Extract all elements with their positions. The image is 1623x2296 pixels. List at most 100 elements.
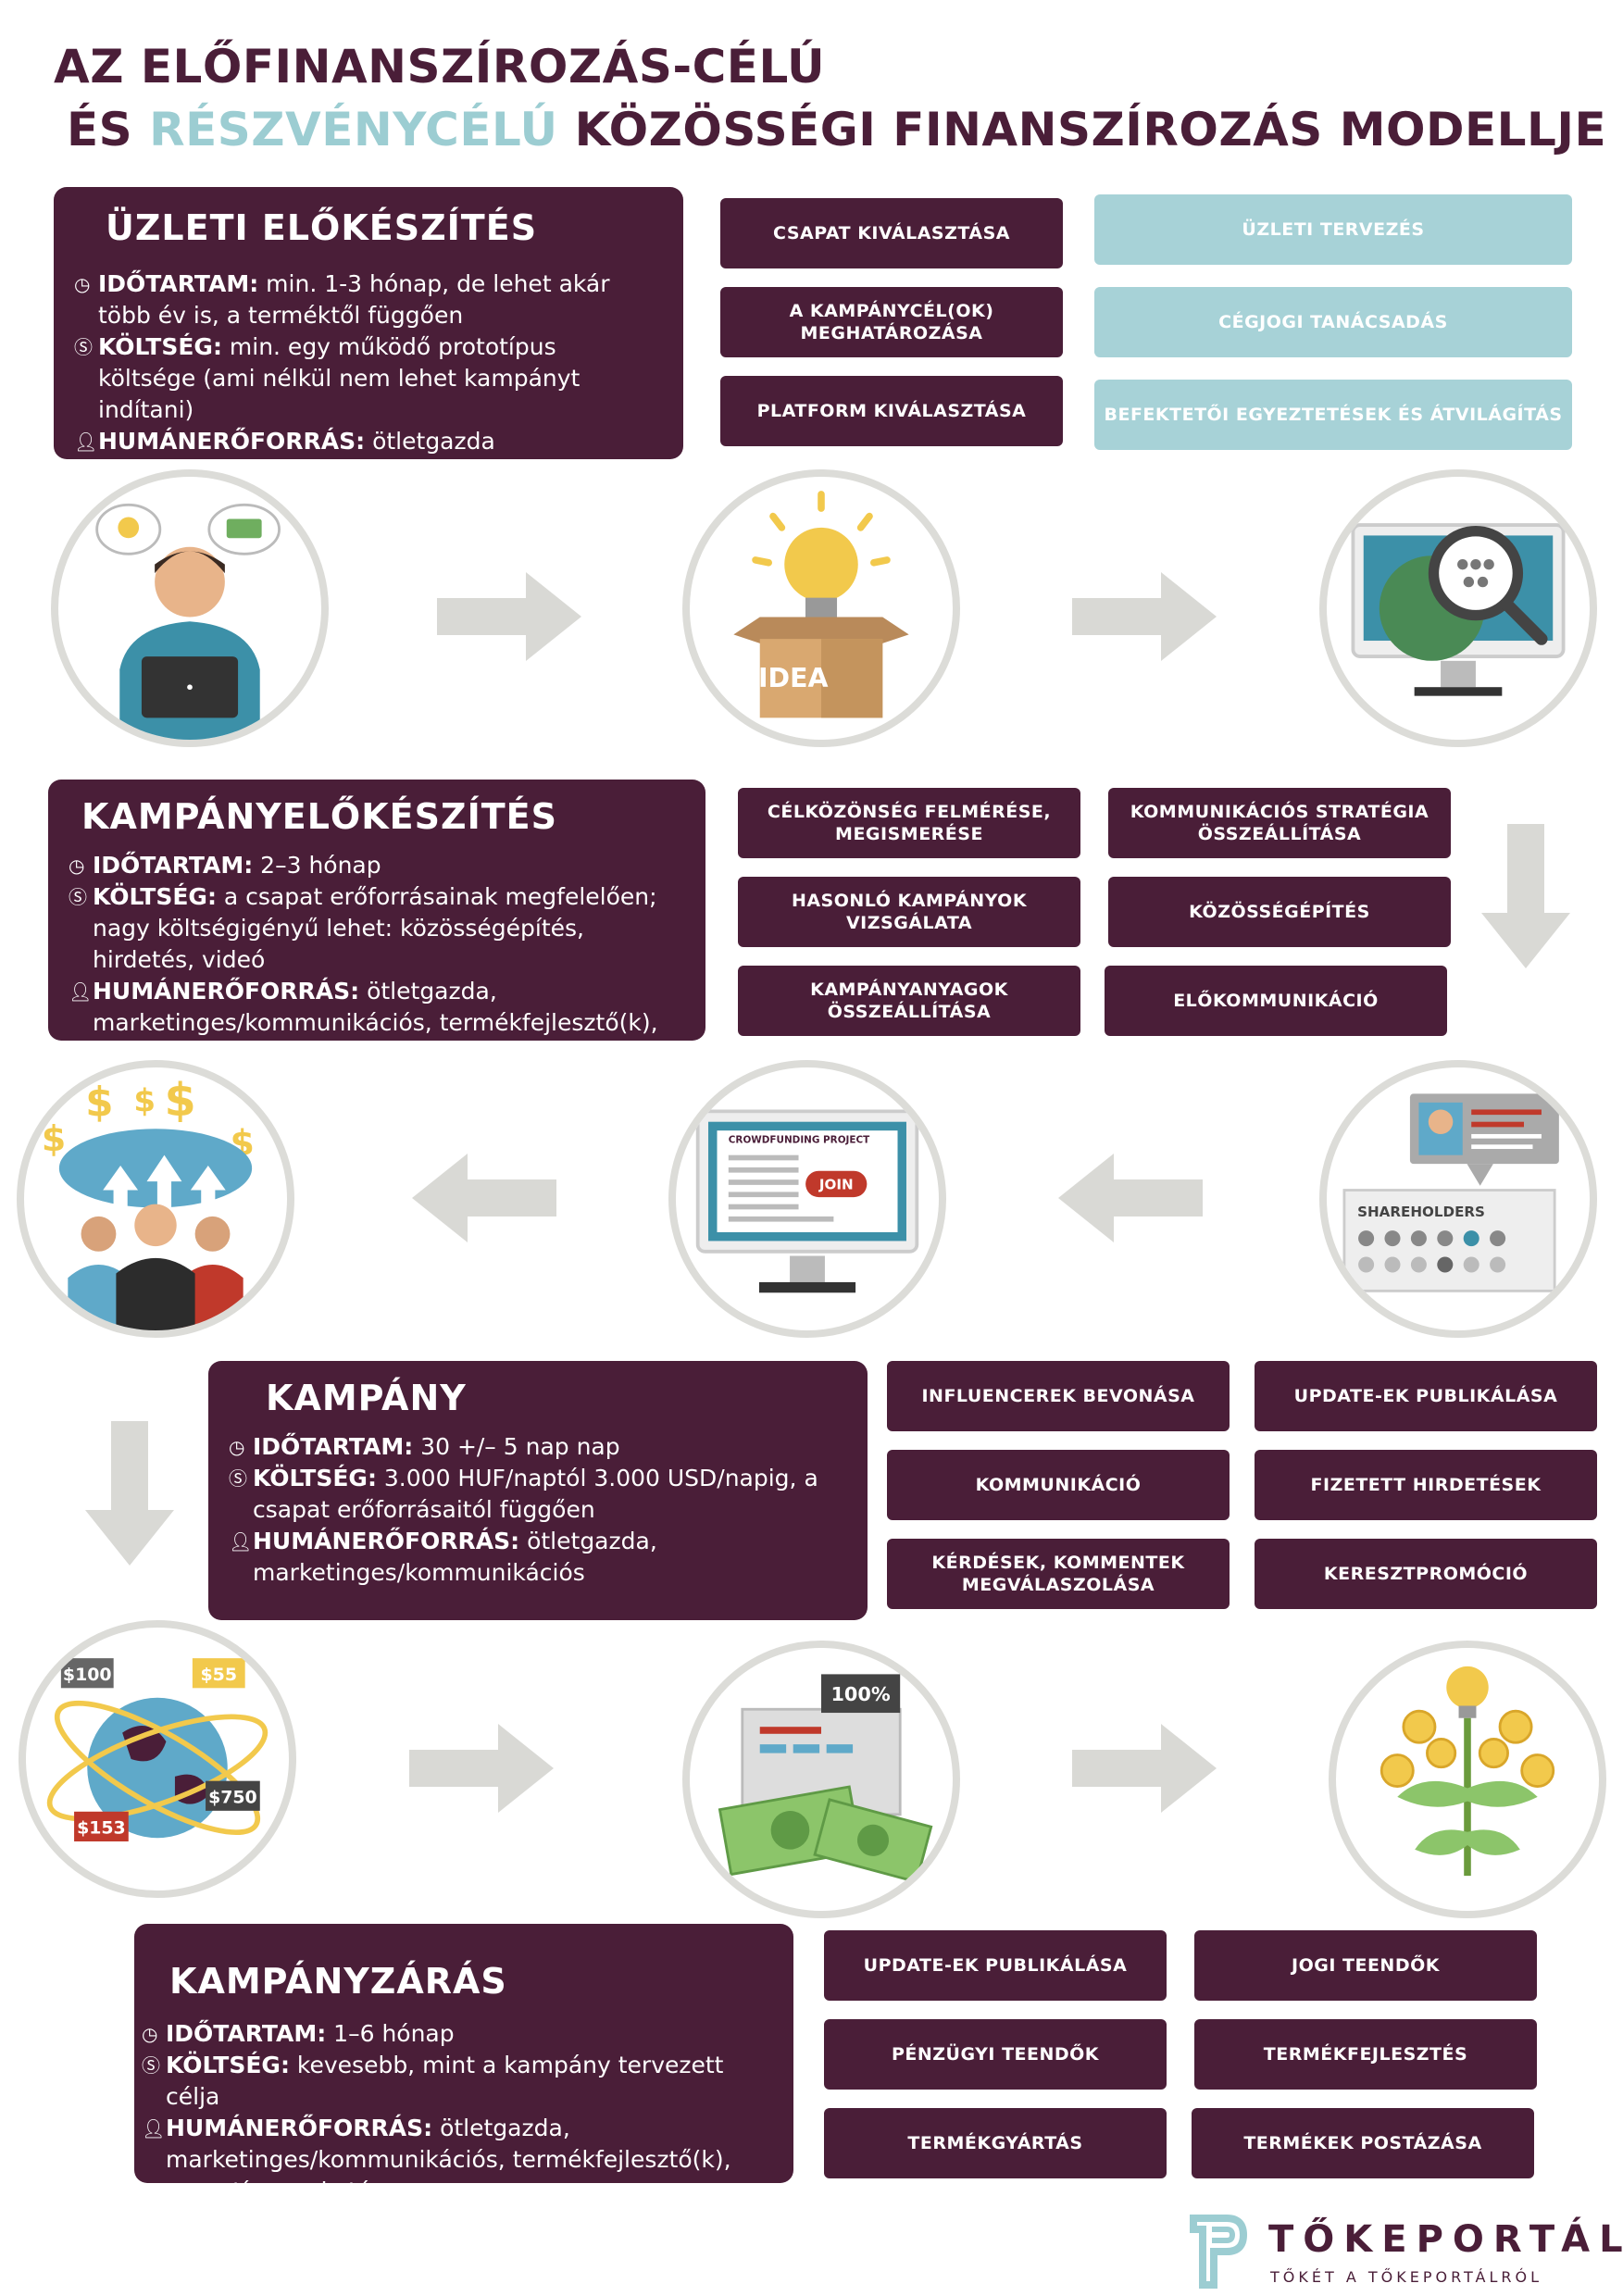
page-title: AZ ELŐFINANSZÍROZÁS-CÉLÚ ÉS RÉSZVÉNYCÉLÚ…	[54, 35, 1606, 161]
task: UPDATE-EK PUBLIKÁLÁSA	[824, 1930, 1167, 2001]
cost-value: 3.000 HUF/naptól 3.000 USD/napig, a csap…	[253, 1465, 818, 1523]
clock-icon: ◷	[69, 855, 85, 877]
arrow-down-icon	[85, 1421, 174, 1566]
arrow-right-icon	[1072, 572, 1217, 661]
title-line-1: AZ ELŐFINANSZÍROZÁS-CÉLÚ	[54, 40, 826, 94]
arrow-right-icon	[1072, 1724, 1217, 1813]
money-plant-icon	[1380, 1666, 1555, 1877]
task: CÉGJOGI TANÁCSADÁS	[1094, 287, 1572, 357]
price-tag: $55	[201, 1665, 237, 1685]
arrow-down-icon	[1481, 824, 1570, 968]
illustration-crowdfunding-monitor: CROWDFUNDING PROJECT JOIN	[668, 1060, 946, 1338]
clock-icon: ◷	[229, 1436, 245, 1458]
svg-text:$: $	[164, 1073, 195, 1127]
stage-hr: 👤︎HUMÁNERŐFORRÁS: ötletgazda	[74, 426, 657, 457]
task: KOMMUNIKÁCIÓS STRATÉGIA ÖSSZEÁLLÍTÁSA	[1108, 788, 1451, 858]
search-monitor-icon	[1351, 523, 1566, 696]
hr-value: ötletgazda, marketinges/kommunikációs, t…	[166, 2115, 731, 2204]
task: CÉLKÖZÖNSÉG FELMÉRÉSE, MEGISMERÉSE	[738, 788, 1080, 858]
task: PÉNZÜGYI TEENDŐK	[824, 2019, 1167, 2090]
task: KÖZÖSSÉGÉPÍTÉS	[1108, 877, 1451, 947]
cost-value: min. egy működő prototípus költsége (ami…	[98, 333, 581, 423]
dollar-icon: Ⓢ	[229, 1467, 247, 1490]
svg-text:$: $	[133, 1082, 156, 1119]
price-tag: $100	[63, 1665, 112, 1685]
illustration-investors-cloud: $$$ $$	[17, 1060, 294, 1338]
cost-label: KÖLTSÉG:	[253, 1465, 377, 1491]
logo-mark-icon	[1190, 2215, 1247, 2289]
clock-icon: ◷	[142, 2023, 158, 2045]
globe-icon: $100 $55 $750 $153	[46, 1658, 268, 1841]
task: TERMÉKGYÁRTÁS	[824, 2108, 1167, 2178]
shareholders-label: SHAREHOLDERS	[1357, 1204, 1485, 1220]
hr-label: HUMÁNERŐFORRÁS:	[253, 1528, 520, 1554]
task: HASONLÓ KAMPÁNYOK VIZSGÁLATA	[738, 877, 1080, 947]
hr-value: ötletgazda, marketinges/kommunikációs, t…	[93, 978, 658, 1067]
stage-duration: ◷IDŐTARTAM: 1–6 hónap	[142, 2018, 775, 2050]
person-icon: 👤︎	[229, 1530, 253, 1553]
task: INFLUENCEREK BEVONÁSA	[887, 1361, 1230, 1431]
investors-icon: $$$ $$	[42, 1073, 255, 1330]
join-label: JOIN	[818, 1177, 854, 1193]
task: TERMÉKEK POSTÁZÁSA	[1192, 2108, 1534, 2178]
dollar-icon: Ⓢ	[69, 886, 87, 908]
stage-duration: ◷IDŐTARTAM: 30 +/– 5 nap nap	[229, 1431, 849, 1463]
illustration-entrepreneur	[51, 469, 329, 747]
illustration-shareholders: SHAREHOLDERS	[1319, 1060, 1597, 1338]
task: KAMPÁNYANYAGOK ÖSSZEÁLLÍTÁSA	[738, 966, 1080, 1036]
duration-value: 30 +/– 5 nap nap	[413, 1433, 620, 1460]
task: FIZETETT HIRDETÉSEK	[1255, 1450, 1597, 1520]
task: KERESZTPROMÓCIÓ	[1255, 1539, 1597, 1609]
money-icon: 100%	[718, 1674, 933, 1884]
task: JOGI TEENDŐK	[1194, 1930, 1537, 2001]
duration-value: min. 1-3 hónap, de lehet akár több év is…	[98, 270, 610, 329]
duration-label: IDŐTARTAM:	[166, 2020, 327, 2047]
cost-value: a csapat erőforrásainak megfelelően; nag…	[93, 883, 657, 973]
stage-duration: ◷IDŐTARTAM: min. 1-3 hónap, de lehet aká…	[74, 268, 657, 331]
illustration-globe-prices: $100 $55 $750 $153	[19, 1620, 296, 1898]
stage-hr: 👤︎HUMÁNERŐFORRÁS: ötletgazda, marketinge…	[142, 2113, 775, 2207]
duration-label: IDŐTARTAM:	[93, 852, 254, 879]
task: TERMÉKFEJLESZTÉS	[1194, 2019, 1537, 2090]
hr-value: ötletgazda, marketinges/kommunikációs	[253, 1528, 657, 1586]
person-icon: 👤︎	[74, 430, 98, 453]
entrepreneur-icon	[95, 503, 281, 740]
illustration-money-100: 100%	[682, 1641, 960, 1918]
idea-icon: IDEA	[733, 491, 909, 718]
shareholders-icon: SHAREHOLDERS	[1342, 1093, 1559, 1292]
stage-duration: ◷IDŐTARTAM: 2–3 hónap	[69, 850, 687, 881]
stage-hr: 👤︎HUMÁNERŐFORRÁS: ötletgazda, marketinge…	[229, 1526, 849, 1589]
cost-label: KÖLTSÉG:	[98, 333, 222, 360]
stage-title: KAMPÁNY	[266, 1378, 467, 1418]
illustration-idea-box: IDEA	[682, 469, 960, 747]
idea-label: IDEA	[758, 663, 829, 693]
hr-label: HUMÁNERŐFORRÁS:	[93, 978, 360, 1004]
stage-campaign: KAMPÁNY ◷IDŐTARTAM: 30 +/– 5 nap nap Ⓢ KÖ…	[208, 1361, 868, 1620]
title-line-2: ÉS RÉSZVÉNYCÉLÚ KÖZÖSSÉGI FINANSZÍROZÁS …	[54, 98, 1606, 161]
task: CSAPAT KIVÁLASZTÁSA	[720, 198, 1063, 268]
cost-label: KÖLTSÉG:	[166, 2052, 290, 2078]
dollar-icon: Ⓢ	[74, 336, 93, 358]
illustration-money-plant	[1329, 1641, 1606, 1918]
stage-title: KAMPÁNYZÁRÁS	[169, 1961, 507, 2002]
arrow-left-icon	[412, 1154, 556, 1242]
logo: TŐKEPORTÁL TŐKÉT A TŐKEPORTÁLRÓL	[1190, 2211, 1623, 2294]
cost-value: kevesebb, mint a kampány tervezett célja	[166, 2052, 724, 2110]
stage-cost: Ⓢ KÖLTSÉG: 3.000 HUF/naptól 3.000 USD/nap…	[229, 1463, 849, 1526]
percent-badge: 100%	[830, 1683, 890, 1705]
task: ÜZLETI TERVEZÉS	[1094, 194, 1572, 265]
title-part: KÖZÖSSÉGI FINANSZÍROZÁS MODELLJE	[557, 103, 1607, 156]
arrow-right-icon	[409, 1724, 554, 1813]
task: A KAMPÁNYCÉL(OK) MEGHATÁROZÁSA	[720, 287, 1063, 357]
hr-label: HUMÁNERŐFORRÁS:	[98, 428, 366, 455]
task: KÉRDÉSEK, KOMMENTEK MEGVÁLASZOLÁSA	[887, 1539, 1230, 1609]
logo-tagline: TŐKÉT A TŐKEPORTÁLRÓL	[1270, 2268, 1543, 2286]
svg-text:$: $	[42, 1118, 66, 1159]
person-icon: 👤︎	[69, 980, 93, 1003]
hr-value: ötletgazda	[365, 428, 495, 455]
stage-hr: 👤︎HUMÁNERŐFORRÁS: ötletgazda, marketinge…	[69, 976, 687, 1070]
svg-text:$: $	[85, 1079, 113, 1126]
